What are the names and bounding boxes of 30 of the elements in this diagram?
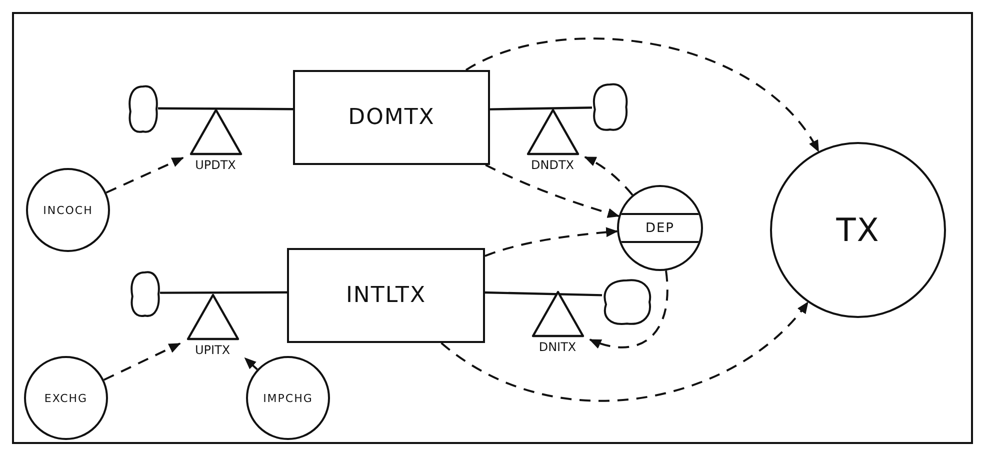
flow-pipe	[158, 107, 293, 110]
flow-pipe	[490, 106, 592, 110]
dashed-arrow	[103, 342, 181, 381]
dashed-arrow	[589, 270, 668, 348]
cloud-shape	[128, 84, 158, 134]
circle-label: TX	[836, 211, 880, 249]
circle-label: IMPCHG	[263, 392, 313, 404]
stock-label: INTLTX	[346, 283, 426, 308]
dashed-arrow	[244, 357, 258, 370]
flow-label: DNITX	[538, 340, 576, 354]
dashed-arrow	[440, 302, 809, 402]
circle-label: INCOCH	[43, 204, 93, 216]
stock-label: DOMTX	[348, 105, 435, 130]
flow-label: DNDTX	[530, 158, 574, 172]
stock-box	[287, 248, 485, 343]
dashed-arrow	[466, 38, 820, 152]
cloud-shape	[602, 278, 652, 326]
dashed-arrow	[584, 156, 634, 196]
stock-box	[293, 70, 490, 165]
circle-label: EXCHG	[44, 392, 88, 404]
flow-pipe	[160, 291, 287, 294]
cloud-shape	[592, 82, 628, 132]
circle-label: DEP	[645, 220, 675, 236]
cloud-shape	[130, 270, 160, 318]
dashed-arrow	[484, 227, 618, 257]
flow-label: UPITX	[194, 343, 230, 357]
flow-label: UPDTX	[195, 158, 236, 172]
dashed-arrow	[106, 156, 184, 194]
flow-pipe	[484, 291, 602, 296]
dashed-arrow	[485, 164, 620, 218]
